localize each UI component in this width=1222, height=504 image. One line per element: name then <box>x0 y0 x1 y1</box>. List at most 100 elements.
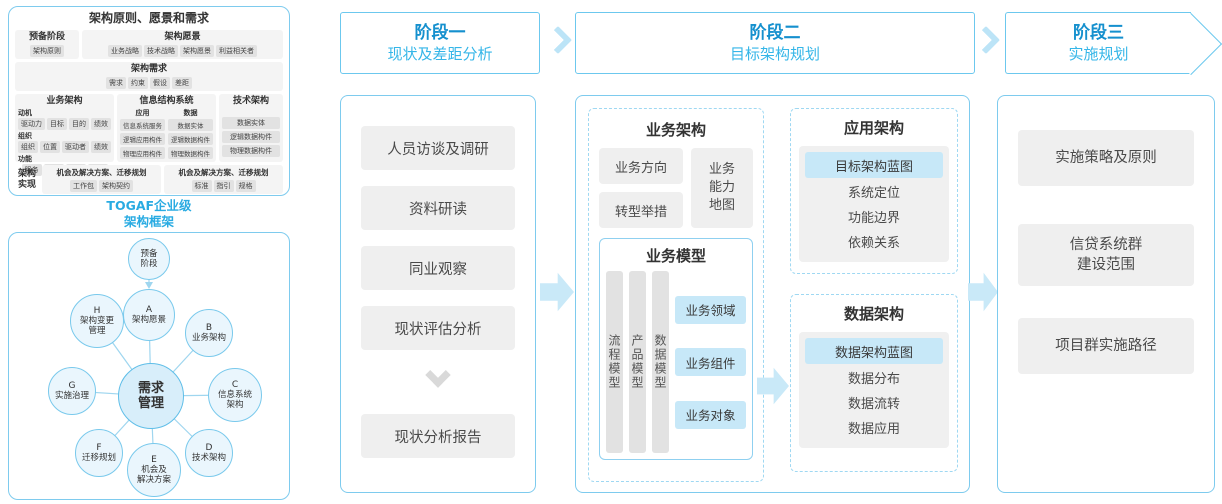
process-model-bar: 流程模型 <box>606 271 623 453</box>
business-capability-map-box: 业务能力地图 <box>691 148 753 228</box>
tech-arch-title: 技术架构 <box>232 96 269 106</box>
info-systems-title: 信息结构系统 <box>139 96 194 106</box>
togaf-node-letter: F <box>96 443 102 453</box>
phase3-arrow-tip-icon <box>1159 12 1222 76</box>
data-item: 数据流转 <box>847 397 900 412</box>
togaf-node-letter: C <box>231 380 239 390</box>
togaf-node-vision: A 架构愿景 <box>123 289 175 341</box>
realization-item: 工作包 <box>70 180 97 192</box>
realization-box-1: 机会及解决方案、迁移规划 工作包 架构契约 <box>42 165 161 194</box>
togaf-node-letter: G <box>68 381 76 391</box>
realization-box-title: 机会及解决方案、迁移规划 <box>178 168 269 177</box>
business-model-panel: 业务模型 流程模型 产品模型 数据模型 业务领域 业务组件 业务对象 <box>599 238 753 460</box>
down-chevron-icon <box>425 362 451 388</box>
business-direction-row: 业务方向 转型举措 业务能力地图 <box>599 148 753 228</box>
business-group-organization: 组织 组织 位置 驱动者 绩效 <box>18 132 111 153</box>
realization-title: 架构实现 <box>17 168 36 190</box>
phase1-step: 同业观察 <box>361 246 515 290</box>
data-item: 数据分布 <box>847 372 900 387</box>
phase1-result: 现状分析报告 <box>361 414 515 458</box>
group-item: 位置 <box>40 141 60 153</box>
vision-title: 架构愿景 <box>164 32 201 42</box>
togaf-node-label: 技术架构 <box>191 453 226 463</box>
togaf-node-label: 架构变更 管理 <box>79 316 114 336</box>
business-arch-title: 业务架构 <box>46 96 83 106</box>
togaf-adm-panel: 预备 阶段 A 架构愿景 B 业务架构 C 信息系统 架构 D 技术架构 E 机… <box>8 232 290 500</box>
group-item: 目标 <box>47 118 67 130</box>
group-item: 数据实体 <box>168 119 213 131</box>
info-group-application: 应用 信息系统服务 逻辑应用构件 物理应用构件 <box>120 107 165 159</box>
business-domain-box: 业务领域 <box>675 295 746 324</box>
group-title: 组织 <box>18 132 32 140</box>
data-model-bar: 数据模型 <box>652 271 669 453</box>
prelim-title: 预备阶段 <box>28 32 65 42</box>
group-title: 动机 <box>18 109 32 117</box>
group-item: 逻辑应用构件 <box>120 133 165 145</box>
architecture-domains-row: 业务架构 动机 驱动力 目标 目的 绩效 组织 组织 位置 驱动者 <box>15 94 283 176</box>
prelim-item: 架构原则 <box>30 45 64 57</box>
info-systems-block: 信息结构系统 应用 信息系统服务 逻辑应用构件 物理应用构件 数据 数据实体 <box>117 94 216 162</box>
group-item: 信息系统服务 <box>120 119 165 131</box>
application-item: 功能边界 <box>847 211 900 226</box>
phase1-title: 阶段一 <box>414 22 466 43</box>
implementation-strategy-box: 实施策略及原则 <box>1018 130 1194 186</box>
realization-box-title: 机会及解决方案、迁移规划 <box>56 168 147 177</box>
vision-item: 架构愿景 <box>180 45 214 57</box>
togaf-framework-label: TOGAF企业级 架构框架 <box>106 198 192 229</box>
phase2-subtitle: 目标架构规划 <box>729 44 820 63</box>
togaf-node-implementation-governance: G 实施治理 <box>48 367 96 415</box>
phase1-step: 现状评估分析 <box>361 306 515 350</box>
prelim-vision-row: 预备阶段 架构原则 架构愿景 业务战略 技术战略 架构愿景 利益相关者 <box>15 30 283 59</box>
group-title: 数据 <box>183 109 198 117</box>
business-architecture-title: 业务架构 <box>645 121 706 139</box>
phase3-banner: 阶段三 实施规划 <box>1005 12 1222 76</box>
togaf-node-label: 信息系统 架构 <box>217 390 252 410</box>
data-architecture-blueprint-bar: 数据架构蓝图 <box>805 338 943 364</box>
application-item: 依赖关系 <box>847 236 900 251</box>
togaf-node-technology: D 技术架构 <box>185 429 233 477</box>
tech-item: 物理数据构件 <box>222 145 280 157</box>
phase2-panel: 业务架构 业务方向 转型举措 业务能力地图 业务模型 流程模型 产品模型 数据模… <box>575 95 970 493</box>
phase1-subtitle: 现状及差距分析 <box>387 44 493 63</box>
business-component-box: 业务组件 <box>675 348 746 376</box>
vision-item: 利益相关者 <box>216 45 257 57</box>
togaf-node-business: B 业务架构 <box>185 309 233 357</box>
togaf-node-label: 架构愿景 <box>131 315 166 325</box>
togaf-node-label: 机会及 解决方案 <box>136 465 171 485</box>
group-item: 目的 <box>69 118 89 130</box>
group-item: 驱动力 <box>18 118 45 130</box>
phase2-banner: 阶段二 目标架构规划 <box>575 12 975 74</box>
togaf-center-label: 需求 管理 <box>137 381 164 411</box>
group-item: 绩效 <box>91 118 111 130</box>
application-blueprint-box: 目标架构蓝图 系统定位 功能边界 依赖关系 <box>799 146 949 262</box>
flow-arrow-right-icon <box>968 272 998 312</box>
togaf-center-requirements-node: 需求 管理 <box>118 363 184 429</box>
requirements-item: 需求 <box>106 77 126 89</box>
data-architecture-group: 数据架构 数据架构蓝图 数据分布 数据流转 数据应用 <box>790 294 958 472</box>
togaf-node-label: 预备 阶段 <box>140 249 158 269</box>
togaf-node-letter: B <box>205 323 213 333</box>
group-item: 绩效 <box>91 141 111 153</box>
togaf-node-letter: A <box>145 305 153 315</box>
togaf-node-opportunities-solutions: E 机会及 解决方案 <box>127 443 181 497</box>
togaf-node-migration-planning: F 迁移规划 <box>75 429 123 477</box>
requirements-item: 假设 <box>150 77 170 89</box>
realization-row: 架构实现 机会及解决方案、迁移规划 工作包 架构契约 机会及解决方案、迁移规划 … <box>15 165 283 194</box>
togaf-node-letter: E <box>151 455 157 465</box>
group-item: 物理应用构件 <box>120 147 165 159</box>
tech-item: 逻辑数据构件 <box>222 131 280 143</box>
prelim-phase-block: 预备阶段 架构原则 <box>15 30 79 59</box>
down-arrowhead-icon <box>145 282 153 289</box>
phase3-panel: 实施策略及原则 信贷系统群 建设范围 项目群实施路径 <box>997 95 1215 493</box>
phase1-panel: 人员访谈及调研 资料研读 同业观察 现状评估分析 现状分析报告 <box>340 95 536 493</box>
data-item: 数据应用 <box>847 422 900 437</box>
realization-box-2: 机会及解决方案、迁移规划 标准 指引 规格 <box>164 165 283 194</box>
realization-item: 规格 <box>235 180 256 192</box>
requirements-block: 架构需求 需求 约束 假设 差距 <box>15 62 283 91</box>
flow-arrow-right-icon <box>540 272 574 312</box>
vision-item: 业务战略 <box>108 45 142 57</box>
business-direction-box: 业务方向 <box>599 148 683 184</box>
group-title: 应用 <box>135 109 150 117</box>
business-group-motivation: 动机 驱动力 目标 目的 绩效 <box>18 109 111 130</box>
program-roadmap-box: 项目群实施路径 <box>1018 318 1194 374</box>
